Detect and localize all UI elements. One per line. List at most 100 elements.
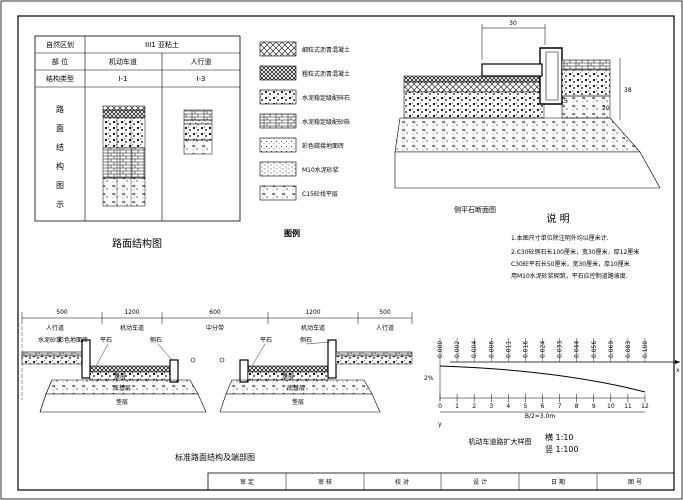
widening-value-label: 0.056 xyxy=(591,341,598,358)
widening-value-label: 0.100 xyxy=(642,341,649,358)
widening-tick-label: 5 xyxy=(524,403,528,410)
legend-label: 彩色碳接地面砖 xyxy=(302,142,344,150)
position-label: 部 位 xyxy=(52,57,68,66)
pedestrian-structure xyxy=(183,109,213,155)
legend-title: 图例 xyxy=(284,228,300,238)
widening-y-dim: 2% xyxy=(424,375,434,382)
diagram-label-char: 构 xyxy=(56,161,64,171)
diagram-label-char: 示 xyxy=(56,200,64,209)
curb-detail: 30 38 15 20 xyxy=(394,20,661,189)
widening-tick-label: 10 xyxy=(607,403,615,410)
widening-value-label: 0.016 xyxy=(522,341,529,358)
title-block-cell: 日 期 xyxy=(551,478,565,486)
standard-section: 500 1200 600 1200 500 人行道 机动车道 中分带 机动车道 … xyxy=(21,309,413,413)
left-callout: 平石 xyxy=(100,337,112,344)
section-zone-label: 中分带 xyxy=(206,324,224,332)
legend: 细粒式沥青混凝土 粗粒式沥青混凝土 水泥稳定级配碎石 水泥稳定级配砂砾 彩色碳接… xyxy=(259,41,350,201)
section-dim: 500 xyxy=(56,309,68,316)
notes-heading: 说 明 xyxy=(546,212,569,225)
widening-value-label: 0.002 xyxy=(454,341,461,358)
widening-tick-label: 7 xyxy=(558,403,562,410)
legend-label: C15砼找平层 xyxy=(302,190,338,198)
widening-tick-label: 6 xyxy=(541,403,545,410)
section-zone-label: 人行道 xyxy=(46,324,64,332)
widening-value-label: 0.024 xyxy=(540,341,547,358)
type-label: 结构类型 xyxy=(46,74,74,83)
curb-dim-right: 38 xyxy=(624,87,632,94)
section-dim: 1200 xyxy=(124,309,139,316)
widening-tick-label: 0 xyxy=(438,403,442,410)
note-line: 1.本图尺寸单位除注明外均以厘米计. xyxy=(511,234,609,242)
curb-detail-title: 侧平石断面图 xyxy=(454,205,496,214)
widening-tick-label: 1 xyxy=(455,403,459,410)
standard-section-title: 标准路面结构及端部图 xyxy=(175,452,255,462)
diagram-label-char: 结 xyxy=(56,142,64,152)
title-block-cell: 设 计 xyxy=(473,478,487,486)
pavement-structure-title: 路面结构图 xyxy=(112,237,162,250)
legend-label: 水泥稳定级配碎石 xyxy=(302,94,350,102)
section-dim: 600 xyxy=(209,309,221,316)
title-block-cell: 校 对 xyxy=(395,478,409,486)
widening-value-label: 0.006 xyxy=(488,341,495,358)
zone-label: 自然区划 xyxy=(46,40,74,49)
left-callout: 水泥砂浆 xyxy=(38,336,62,344)
section-dim: 500 xyxy=(379,309,391,316)
scale-v: 竖 1:100 xyxy=(545,445,579,454)
scale-h: 横 1:10 xyxy=(545,432,574,442)
col-ped: 人行道 xyxy=(191,57,212,66)
note-line: 用M10水泥砂浆砌筑，平石应控制道路坡度. xyxy=(511,272,628,280)
title-block-cell: 审 核 xyxy=(318,478,332,486)
diagram-label-char: 路 xyxy=(56,104,64,114)
widening-y-axis-label: y xyxy=(438,421,442,428)
widening-axis-label: B/2=3.0m xyxy=(525,413,556,420)
widening-tick-label: 2 xyxy=(472,403,476,410)
layer-label: 基层 xyxy=(114,372,126,380)
motor-lane-structure xyxy=(102,105,146,207)
widening-tick-label: 9 xyxy=(592,403,596,410)
section-zone-label: 人行道 xyxy=(376,324,394,332)
widening-tick-label: 4 xyxy=(506,403,510,410)
diagram-label-char: 面 xyxy=(56,124,64,133)
right-callout: 侧石 xyxy=(300,336,312,344)
widening-tick-label: 8 xyxy=(575,403,579,410)
diagram-label-char: 图 xyxy=(56,181,64,190)
legend-label: 细粒式沥青混凝土 xyxy=(302,46,350,54)
title-block: 审 定 审 核 校 对 设 计 日 期 图 号 xyxy=(207,472,675,491)
left-callout: 侧石 xyxy=(150,336,162,344)
layer-label: 垫层 xyxy=(292,398,304,406)
col-motor: 机动车道 xyxy=(109,57,137,66)
title-block-cell: 审 定 xyxy=(240,478,254,486)
title-block-cell: 图 号 xyxy=(628,479,642,486)
widening-value-label: 0.000 xyxy=(437,341,444,358)
curb-dim-top: 30 xyxy=(509,20,517,27)
zone-value: III1 亚粘土 xyxy=(145,40,179,49)
widening-tick-label: 3 xyxy=(489,403,493,410)
widening-value-label: 0.004 xyxy=(471,341,478,358)
legend-label: M10水泥砂浆 xyxy=(302,166,339,174)
section-zone-label: 机动车道 xyxy=(301,324,325,332)
layer-label: 底基层 xyxy=(287,384,305,392)
section-dim: 1200 xyxy=(305,309,320,316)
notes: 说 明 1.本图尺寸单位除注明外均以厘米计. 2.C30砼侧石长100厘米，宽3… xyxy=(511,212,639,280)
layer-label: 垫层 xyxy=(116,398,128,406)
left-callout: 彩色地面砖 xyxy=(58,336,88,344)
widening-value-label: 0.069 xyxy=(608,341,615,358)
layer-label: 底基层 xyxy=(113,384,131,392)
widening-tick-label: 12 xyxy=(641,403,649,410)
widening-value-label: 0.044 xyxy=(574,341,581,358)
widening-x-axis-label: x xyxy=(676,367,680,374)
structure-table: 自然区划 III1 亚粘土 部 位 机动车道 人行道 结构类型 I-1 I-3 … xyxy=(34,35,241,222)
widening-title: 机动车道路扩大样图 xyxy=(469,437,532,446)
legend-label: 水泥稳定级配砂砾 xyxy=(302,118,350,126)
section-zone-label: 机动车道 xyxy=(120,324,144,332)
widening-value-label: 0.083 xyxy=(625,341,632,358)
right-callout: 平石 xyxy=(260,337,272,344)
layer-label: 基层 xyxy=(282,372,294,380)
type-motor: I-1 xyxy=(118,75,127,83)
widening-value-label: 0.033 xyxy=(557,341,564,358)
legend-label: 粗粒式沥青混凝土 xyxy=(302,70,350,78)
note-line: C30砼平石长50厘米，宽30厘米，厚10厘米 xyxy=(511,260,630,268)
